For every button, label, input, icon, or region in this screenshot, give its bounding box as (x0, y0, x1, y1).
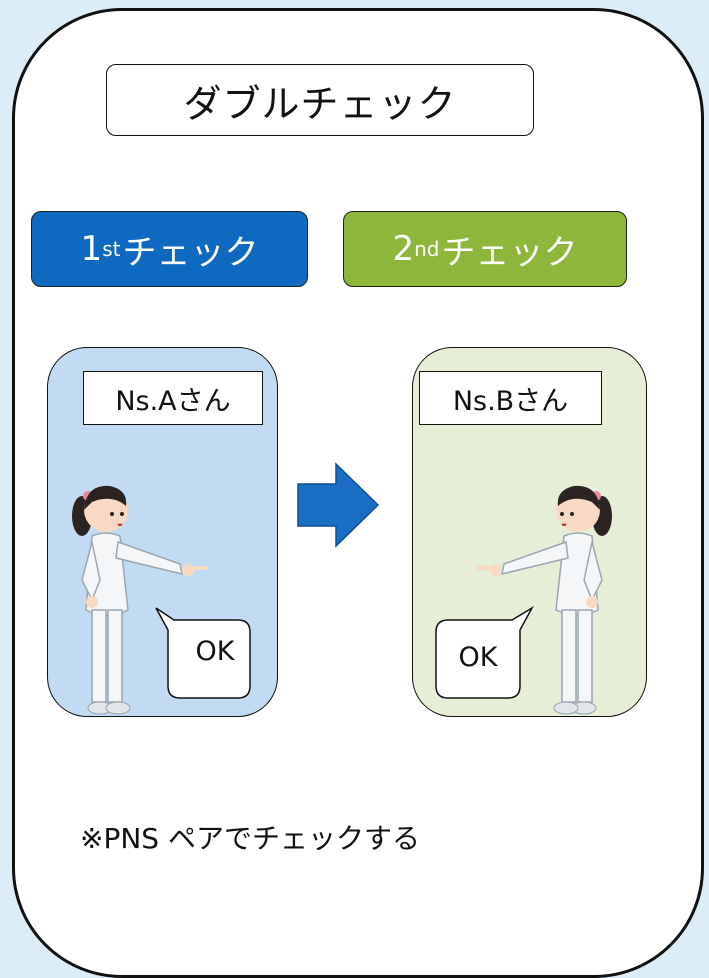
nurse-b-speech-bubble (435, 606, 534, 699)
nurse-a-speech-bubble (155, 607, 251, 699)
first-check-text: チェック (122, 232, 259, 273)
nurse-b-speech-text: OK (458, 642, 498, 673)
first-check-suffix: st (102, 237, 121, 261)
nurse-a-speech-text: OK (195, 636, 235, 667)
pns-note: ※PNS ペアでチェックする (80, 822, 420, 855)
title-box: ダブルチェック (106, 64, 534, 136)
second-check-text: チェック (441, 232, 578, 273)
second-check-suffix: nd (414, 237, 440, 261)
right-arrow-icon (297, 462, 380, 548)
second-check-ordinal: 2 (392, 229, 415, 269)
nurse-a-name-box: Ns.Aさん (83, 371, 263, 425)
nurse-a-name: Ns.Aさん (115, 385, 231, 417)
title-text: ダブルチェック (183, 81, 457, 126)
nurse-b-illustration (476, 485, 612, 715)
nurse-b-name: Ns.Bさん (452, 385, 569, 417)
nurse-a-illustration (72, 485, 208, 715)
first-check-ordinal: 1 (80, 229, 103, 269)
nurse-b-name-box: Ns.Bさん (419, 371, 602, 425)
